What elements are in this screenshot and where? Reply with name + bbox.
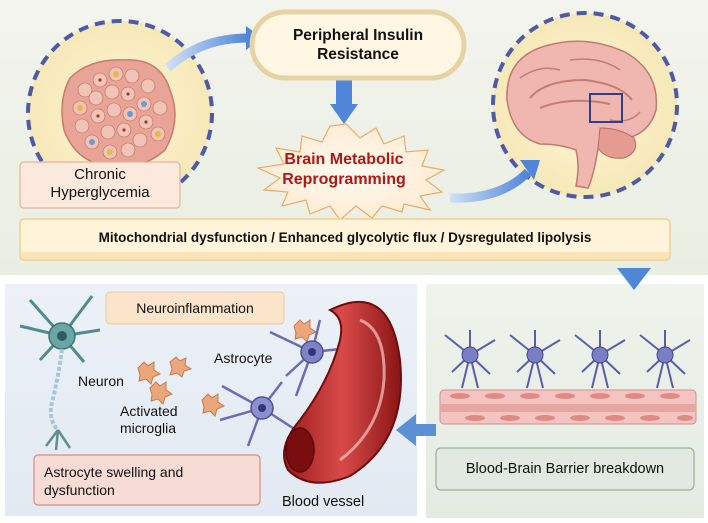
microglia-label: Activated microglia [120, 403, 178, 436]
astrocyte-label: Astrocyte [214, 350, 273, 366]
blood-vessel-icon [283, 300, 402, 484]
insulin-resistance-label: Peripheral Insulin Resistance [292, 27, 424, 63]
astrocyte-swelling-box [33, 454, 261, 506]
tissue-icon [26, 19, 214, 207]
arrow-head-3 [520, 160, 540, 180]
neuron-label: Neuron [78, 373, 124, 389]
bbb-box [435, 447, 695, 491]
neuron-icon [19, 295, 101, 451]
arrow-tissue-to-resistance [164, 33, 249, 72]
neuroinflammation-label: Neuroinflammation [136, 300, 254, 316]
mechanisms-label: Mitochondrial dysfunction / Enhanced gly… [98, 230, 592, 245]
astrocyte-icon [219, 319, 351, 447]
arrow-head-4 [617, 268, 651, 290]
hyperglycemia-label: Chronic Hyperglycemia [50, 166, 150, 201]
insulin-resistance-pill [249, 9, 467, 81]
arrow-head-2 [330, 104, 358, 124]
arrow-reprogramming-to-brain [449, 168, 532, 203]
neuroinflammation-box [105, 291, 285, 325]
astrocyte-swelling-label: Astrocyte swelling and dysfunction [44, 464, 184, 498]
hyperglycemia-box [19, 161, 181, 209]
reprogramming-label: Brain Metabolic Reprogramming [282, 151, 406, 188]
blood-vessel-label: Blood vessel [282, 494, 365, 510]
endothelium-icon [439, 330, 697, 425]
brain-icon [491, 11, 679, 199]
microglia-icon [137, 319, 318, 417]
arrow-head-5 [396, 414, 416, 446]
bbb-label: Blood-Brain Barrier breakdown [465, 461, 665, 477]
reprogramming-starburst [255, 123, 446, 221]
